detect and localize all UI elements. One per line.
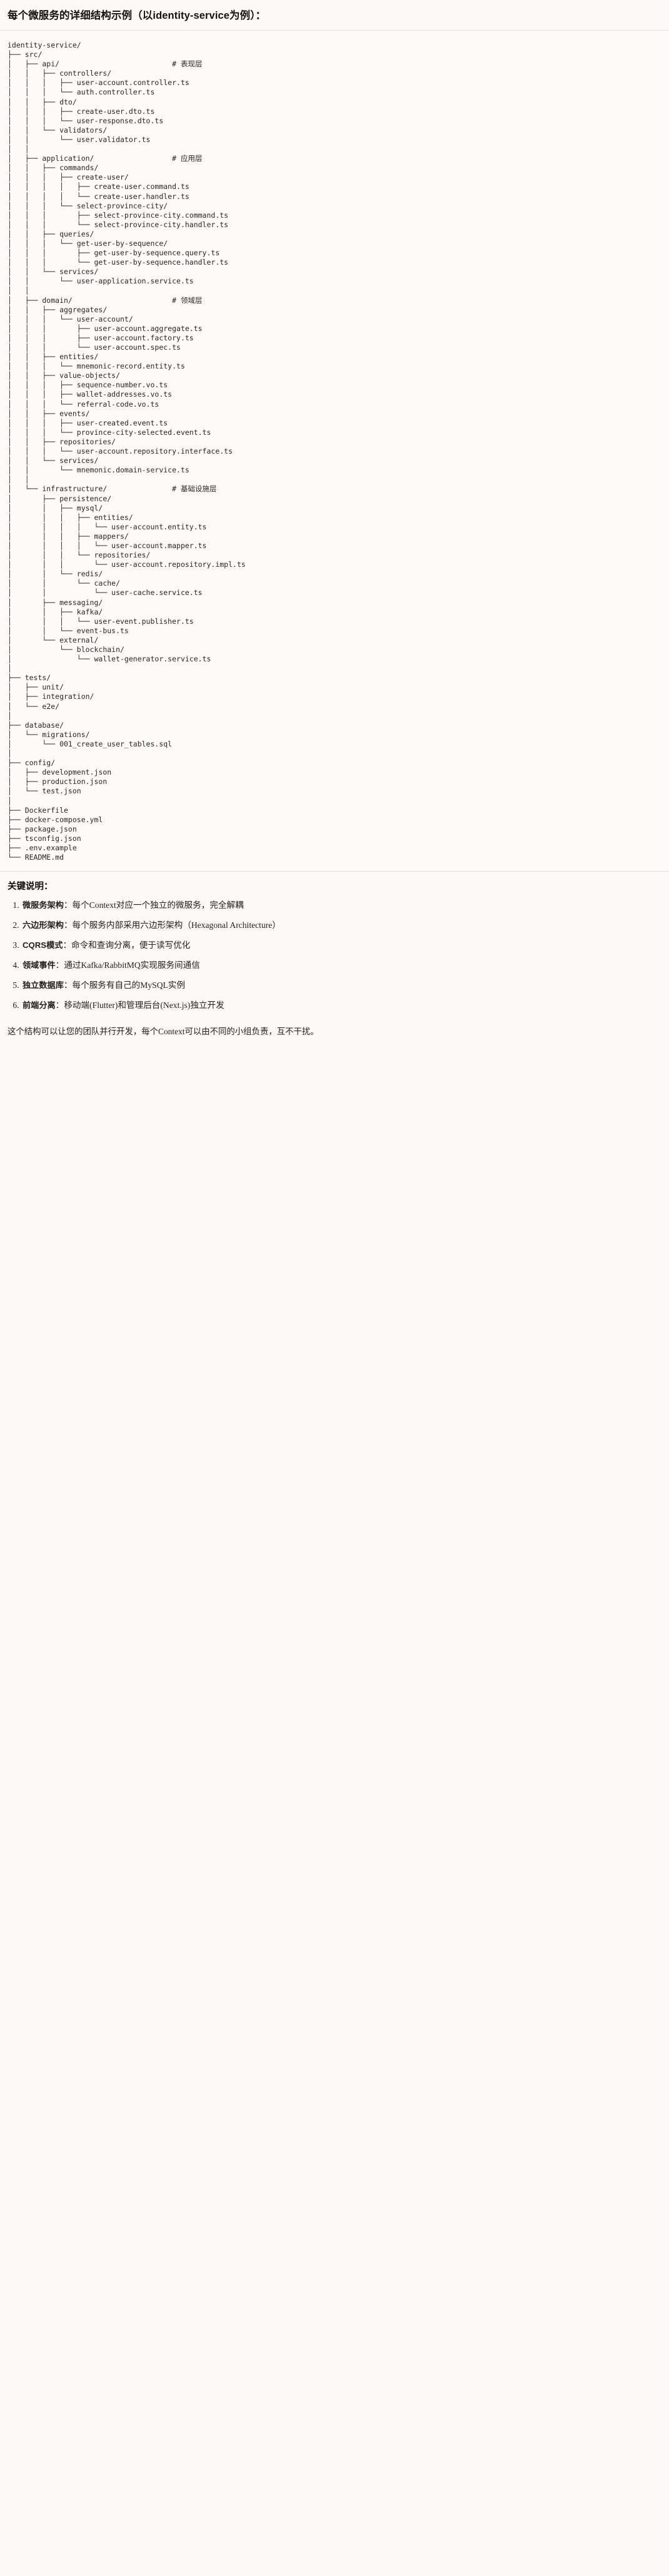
key-points-section: 关键说明： 微服务架构：每个Context对应一个独立的微服务，完全解耦 六边形… [0,872,669,1023]
key-separator: ： [63,980,73,990]
list-item: 前端分离：移动端(Flutter)和管理后台(Next.js)独立开发 [21,999,661,1012]
key-term: 领域事件 [23,960,56,970]
title-divider [0,30,669,31]
list-item: CQRS模式：命令和查询分离，便于读写优化 [21,939,661,952]
key-description: 每个服务内部采用六边形架构（Hexagonal Architecture） [72,920,281,930]
key-term: 前端分离 [23,1000,56,1011]
closing-paragraph: 这个结构可以让您的团队并行开发，每个Context可以由不同的小组负责，互不干扰… [8,1027,319,1037]
key-points-heading: 关键说明： [8,882,53,892]
key-term: 微服务架构 [23,900,64,910]
list-item: 六边形架构：每个服务内部采用六边形架构（Hexagonal Architectu… [21,919,661,932]
key-description: 移动端(Flutter)和管理后台(Next.js)独立开发 [64,1000,224,1011]
key-separator: ： [63,920,73,930]
list-item: 领域事件：通过Kafka/RabbitMQ实现服务间通信 [21,959,661,972]
directory-tree-block: identity-service/ ├── src/ │ ├── api/ # … [0,31,669,872]
key-description: 每个服务有自己的MySQL实例 [72,980,186,990]
key-term: 六边形架构 [23,920,64,930]
key-description: 命令和查询分离，便于读写优化 [71,940,191,950]
key-term: CQRS模式 [23,940,63,950]
directory-tree: identity-service/ ├── src/ │ ├── api/ # … [8,41,246,862]
list-item: 独立数据库：每个服务有自己的MySQL实例 [21,979,661,992]
tree-divider [0,871,669,872]
key-description: 每个Context对应一个独立的微服务，完全解耦 [72,900,244,910]
key-separator: ： [63,900,73,910]
page-root: 每个微服务的详细结构示例（以identity-service为例）： ident… [0,0,669,1049]
key-separator: ： [55,1000,64,1011]
page-title: 每个微服务的详细结构示例（以identity-service为例）： [8,10,266,21]
key-separator: ： [55,960,64,970]
key-separator: ： [63,940,72,950]
key-term: 独立数据库 [23,980,64,990]
key-points-list: 微服务架构：每个Context对应一个独立的微服务，完全解耦 六边形架构：每个服… [8,899,661,1012]
key-description: 通过Kafka/RabbitMQ实现服务间通信 [64,960,200,970]
list-item: 微服务架构：每个Context对应一个独立的微服务，完全解耦 [21,899,661,912]
